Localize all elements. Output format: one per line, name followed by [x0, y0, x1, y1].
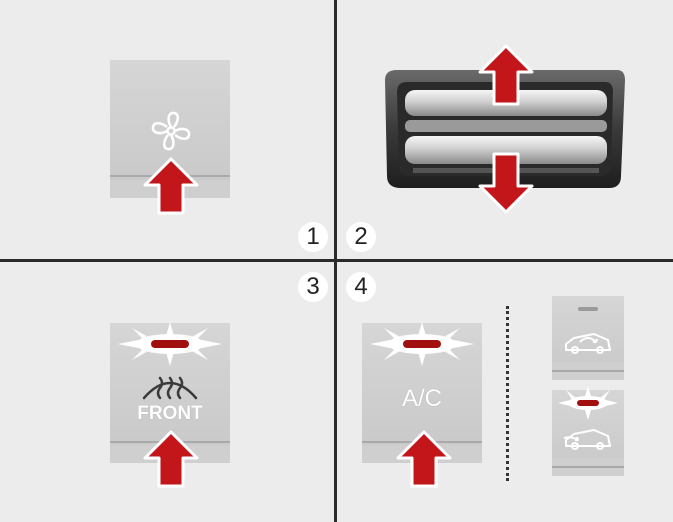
step-number-2: 2 [346, 222, 376, 252]
ac-label: A/C [401, 385, 442, 412]
air-vent [385, 70, 625, 188]
indicator-light-on [118, 322, 222, 366]
push-arrow-up-1 [143, 157, 199, 215]
step-number-3: 3 [298, 272, 328, 302]
push-arrow-up-3 [143, 430, 199, 488]
car-fresh-air-icon [563, 429, 611, 450]
vent-arrow-down [478, 152, 534, 214]
indicator-light-on [370, 322, 474, 366]
horizontal-divider [0, 259, 673, 262]
step-number-4: 4 [346, 272, 376, 302]
button-edge [552, 466, 624, 468]
front-defrost-icon [142, 376, 198, 400]
indicator-light-off [578, 307, 598, 311]
indicator-light-on [558, 386, 618, 420]
push-arrow-up-4 [396, 430, 452, 488]
button-edge [552, 370, 624, 372]
fan-icon [151, 111, 191, 151]
front-defrost-label: FRONT [137, 403, 203, 424]
step-number-1: 1 [298, 222, 328, 252]
vent-arrow-up [478, 44, 534, 106]
dotted-separator [506, 306, 509, 481]
car-recirculation-icon [565, 333, 611, 354]
